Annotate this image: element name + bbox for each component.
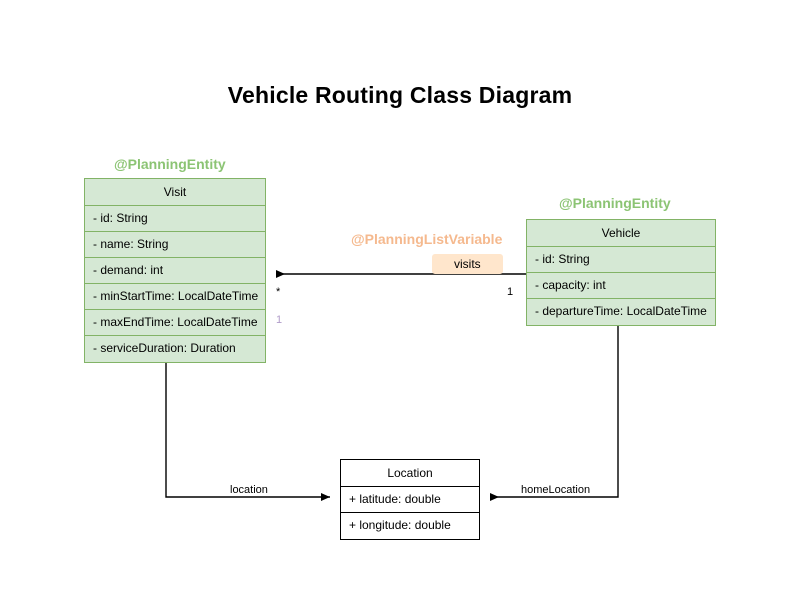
edge-vehicle-home-location (490, 322, 619, 501)
page-title: Vehicle Routing Class Diagram (227, 82, 573, 108)
class-attribute: - id: String (527, 247, 715, 273)
stereotype-visit-planning-entity: @PlanningEntity (114, 156, 226, 172)
multiplicity-vehicle-side: 1 (507, 286, 514, 298)
class-name-visit: Visit (85, 179, 265, 206)
class-attribute: - serviceDuration: Duration (93, 341, 236, 355)
class-box-location[interactable]: Location + latitude: double + longitude:… (340, 459, 480, 540)
multiplicity-visit-side: * (276, 286, 281, 298)
class-name-location: Location (341, 460, 479, 487)
edge-visit-location (165, 362, 330, 501)
class-attribute: - id: String (85, 206, 265, 232)
class-attribute: - capacity: int (527, 273, 715, 299)
class-box-visit[interactable]: Visit - id: String - name: String - dema… (84, 178, 266, 363)
class-name-vehicle: Vehicle (527, 220, 715, 247)
multiplicity-accent: 1 (276, 314, 283, 326)
class-attribute: - name: String (85, 232, 265, 258)
class-attribute: + latitude: double (341, 487, 479, 513)
class-attribute: - minStartTime: LocalDateTime (85, 284, 265, 310)
class-attribute: - demand: int (85, 258, 265, 284)
class-box-vehicle[interactable]: Vehicle - id: String - capacity: int - d… (526, 219, 716, 326)
edge-label-home-location: homeLocation (517, 484, 595, 496)
stereotype-planning-list-variable: @PlanningListVariable (351, 231, 503, 247)
class-attribute: + longitude: double (349, 518, 451, 532)
class-attribute: - maxEndTime: LocalDateTime (85, 310, 265, 336)
stereotype-vehicle-planning-entity: @PlanningEntity (559, 195, 671, 211)
edge-label-visits: visits (432, 254, 503, 274)
edge-label-location: location (226, 484, 272, 496)
class-attribute: - departureTime: LocalDateTime (535, 304, 707, 318)
